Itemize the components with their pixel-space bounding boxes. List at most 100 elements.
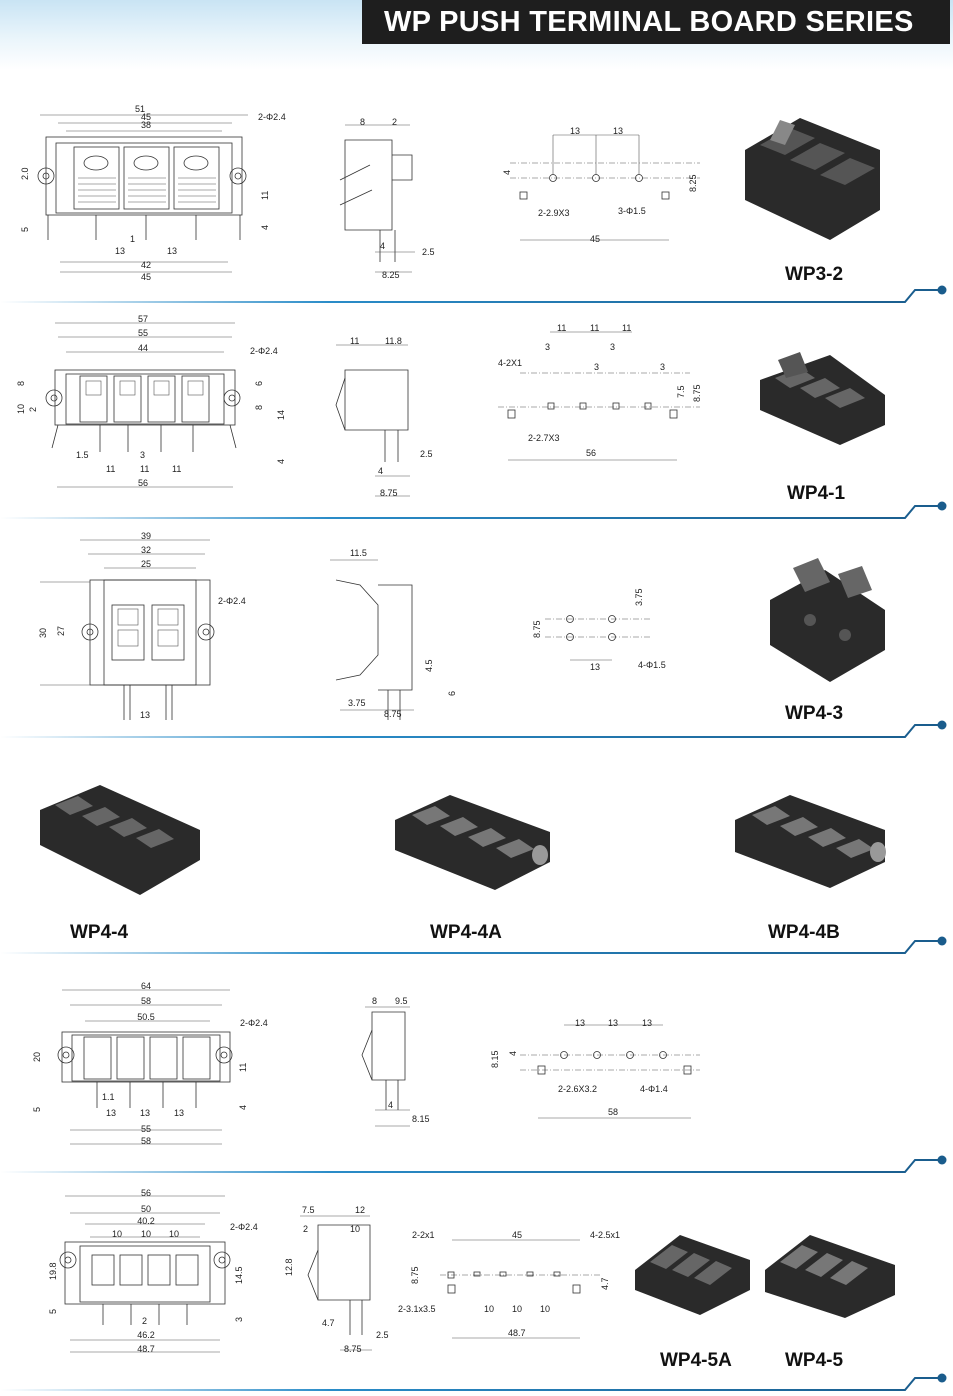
wp4-1-side-dims: 11 11.8 4 2.5 8.75	[350, 336, 433, 498]
dimension-label: 40.2	[137, 1216, 155, 1226]
divider-5	[0, 1155, 947, 1173]
wp4-4-side-dims: 8 9.5 4 8.15	[372, 996, 430, 1124]
divider-4	[0, 936, 947, 954]
dimension-label: 8	[254, 405, 264, 410]
dimension-label: 39	[141, 531, 151, 541]
dimension-label: 4-2.5x1	[590, 1230, 620, 1240]
dimension-label: 2-2x1	[412, 1230, 435, 1240]
header-title-bar: WP PUSH TERMINAL BOARD SERIES	[362, 0, 950, 44]
dimension-label: 13	[590, 662, 600, 672]
dimension-label: 13	[642, 1018, 652, 1028]
dimension-label: 4.5	[424, 659, 434, 672]
dimension-label: 4	[260, 225, 270, 230]
dimension-label: 9.5	[395, 996, 408, 1006]
wp3-2-front-dims: 51 45 38 2-Φ2.4 2.0 11 5 4 1 13 13 42 45	[20, 104, 286, 282]
dimension-label: 4-Φ1.4	[640, 1084, 668, 1094]
dimension-label: 10	[141, 1229, 151, 1239]
dimension-label: 3	[660, 362, 665, 372]
dimension-label: 8.15	[490, 1050, 500, 1068]
wp4-4-front-view	[57, 989, 233, 1145]
wp4-3-front-view	[40, 539, 215, 720]
dimension-label: 64	[141, 981, 151, 991]
dimension-label: 2-Φ2.4	[240, 1018, 268, 1028]
dimension-label: 11.8	[385, 336, 402, 346]
dimension-label: 50	[141, 1204, 151, 1214]
wp4-1-product-photo	[760, 352, 885, 445]
dimension-label: 10	[350, 1224, 360, 1234]
dimension-label: 11.5	[350, 548, 367, 558]
dimension-label: 32	[141, 545, 151, 555]
dimension-label: 3	[594, 362, 599, 372]
dimension-label: 3.75	[348, 698, 366, 708]
dimension-label: 58	[141, 996, 151, 1006]
dimension-label: 8.75	[532, 620, 542, 638]
dimension-label: 50.5	[137, 1012, 155, 1022]
dimension-label: 4	[276, 459, 286, 464]
dimension-label: 4.7	[322, 1318, 335, 1328]
dimension-label: 10	[169, 1229, 179, 1239]
dimension-label: 51	[135, 104, 145, 114]
wp4-3-side-dims: 11.5 4.5 6 3.75 8.75	[348, 548, 457, 719]
dimension-label: 11	[140, 464, 149, 474]
wp4-3-front-dims: 39 32 25 2-Φ2.4 30 27 13	[38, 531, 246, 720]
dimension-label: 56	[138, 478, 148, 488]
wp4-4-pcb-dims: 13 13 13 4 8.15 2-2.6X3.2 4-Φ1.4 58	[490, 1018, 668, 1117]
wp4-5-pcb-layout	[440, 1239, 600, 1339]
wp3-2-label: WP3-2	[785, 264, 844, 285]
dimension-label: 11	[106, 464, 115, 474]
dimension-label: 8.75	[384, 709, 402, 719]
dimension-label: 8.75	[692, 384, 702, 402]
dimension-label: 2-2.9X3	[538, 208, 570, 218]
dimension-label: 3	[545, 342, 550, 352]
dimension-label: 8	[372, 996, 377, 1006]
wp4-4b-product-photo	[735, 795, 886, 888]
dimension-label: 2.5	[420, 449, 433, 459]
dimension-label: 2	[392, 117, 397, 127]
dimension-label: 3.75	[634, 588, 644, 606]
dimension-label: 10	[512, 1304, 522, 1314]
dimension-label: 13	[174, 1108, 184, 1118]
dimension-label: 1.5	[76, 450, 89, 460]
dimension-label: 8	[360, 117, 365, 127]
dimension-label: 2-Φ2.4	[258, 112, 286, 122]
wp4-3-label: WP4-3	[785, 703, 844, 724]
dimension-label: 13	[140, 1108, 150, 1118]
dimension-label: 7.5	[676, 385, 686, 398]
dimension-label: 5	[20, 227, 30, 232]
dimension-label: 13	[613, 126, 623, 136]
dimension-label: 12	[355, 1205, 365, 1215]
dimension-label: 2	[28, 407, 38, 412]
dimension-label: 56	[586, 448, 596, 458]
wp4-1-side-view	[335, 344, 410, 497]
dimension-label: 45	[141, 272, 151, 282]
dimension-label: 6	[254, 381, 264, 386]
dimension-label: 8.75	[344, 1344, 362, 1354]
dimension-label: 5	[32, 1107, 42, 1112]
dimension-label: 10	[540, 1304, 550, 1314]
dimension-label: 4	[502, 170, 512, 175]
dimension-label: 2-Φ2.4	[218, 596, 246, 606]
dimension-label: 44	[138, 343, 148, 353]
dimension-label: 8.25	[688, 174, 698, 192]
wp4-5-label: WP4-5	[785, 1350, 844, 1371]
dimension-label: 3	[234, 1317, 244, 1322]
dimension-label: 2-Φ2.4	[250, 346, 278, 356]
dimension-label: 11	[260, 191, 270, 200]
wp4-5-side-dims: 7.5 12 2 10 12.8 4.7 2.5 8.75	[284, 1205, 389, 1354]
wp4-4a-product-photo	[395, 795, 550, 890]
dimension-label: 42	[141, 260, 151, 270]
dimension-label: 13	[570, 126, 580, 136]
wp4-4-label: WP4-4	[70, 922, 129, 943]
dimension-label: 8.75	[410, 1266, 420, 1284]
dimension-label: 10	[112, 1229, 122, 1239]
dimension-label: 8.75	[380, 488, 398, 498]
dimension-label: 4-Φ1.5	[638, 660, 666, 670]
dimension-label: 12.8	[284, 1258, 294, 1276]
wp4-5-pcb-dims: 2-2x1 45 4-2.5x1 8.75 4.7 2-3.1x3.5 10 1…	[398, 1230, 620, 1338]
wp4-3-pcb-layout	[545, 615, 650, 661]
dimension-label: 56	[141, 1188, 151, 1198]
dimension-label: 3	[610, 342, 615, 352]
